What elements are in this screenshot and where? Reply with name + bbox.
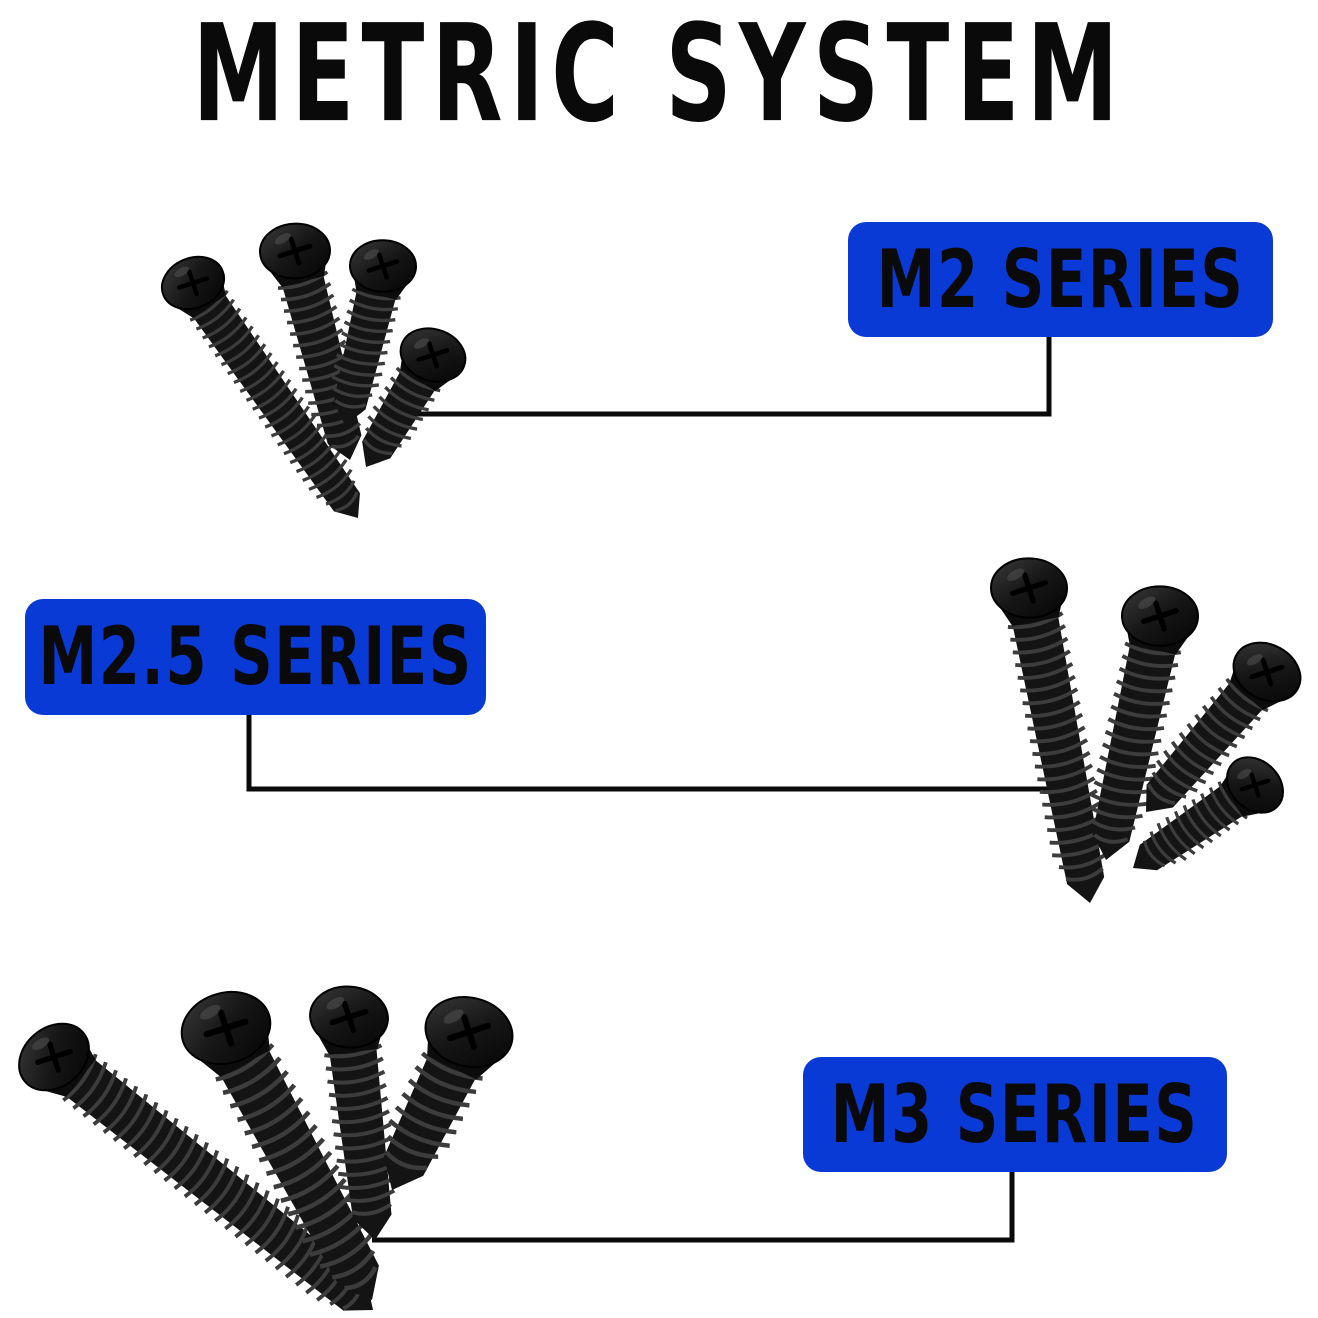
connector-lines: [246, 337, 1052, 1243]
series-badge-m3: M3 SERIES: [803, 1057, 1227, 1172]
screw-m3-3: [309, 985, 398, 1241]
page-title: METRIC SYSTEM: [192, 0, 1126, 153]
connector-m3: [372, 1172, 1015, 1243]
screw-group-m25: [990, 557, 1302, 904]
screw-m2-1: [160, 255, 360, 518]
connector-m25: [246, 715, 1048, 792]
screw-group-m3: [18, 985, 514, 1311]
series-badge-m2: M2 SERIES: [848, 222, 1273, 337]
screw-m25-3: [1146, 641, 1302, 812]
screw-m2-4: [362, 327, 467, 468]
connector-m2: [418, 337, 1052, 417]
series-label-m25: M2.5 SERIES: [38, 610, 473, 703]
screw-m3-2: [180, 991, 379, 1301]
screw-m25-1: [990, 557, 1108, 904]
screw-m25-4: [1132, 756, 1284, 871]
screw-m25-2: [1089, 585, 1199, 861]
series-badge-m25: M2.5 SERIES: [25, 599, 486, 715]
screw-group-m2: [160, 222, 467, 518]
series-label-m2: M2 SERIES: [876, 232, 1245, 326]
screw-m2-3: [331, 239, 417, 426]
screw-m3-4: [383, 996, 514, 1190]
series-label-m3: M3 SERIES: [831, 1067, 1199, 1161]
